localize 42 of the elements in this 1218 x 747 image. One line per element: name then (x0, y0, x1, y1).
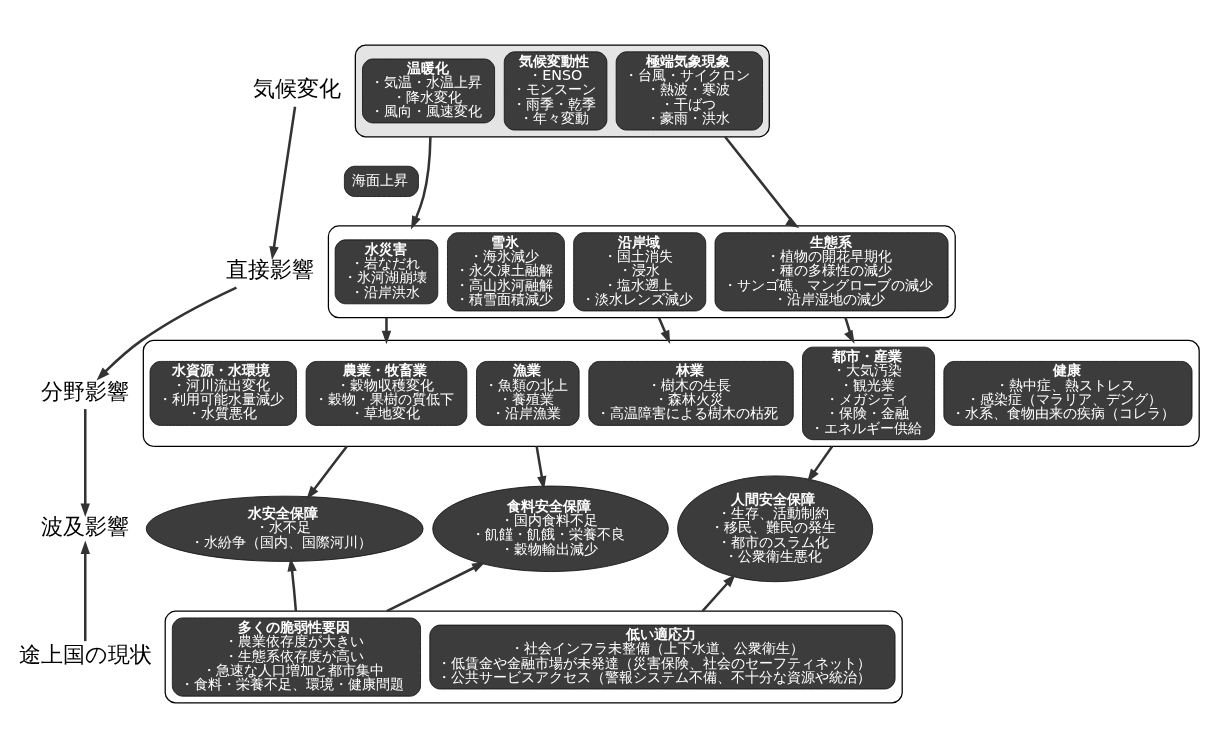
node-box: 気候変動性 ・ENSO ・モンスーン ・雨季・乾季 ・年々変動 (503, 50, 608, 130)
node-box: 低い適応力 ・社会インフラ未整備（上下水道、公衆衛生） ・低賃金や金融市場が未発達（災害保険、社会のセーフティネット） ・公共サービスアクセス（警報システム不備、不十分な資源や統治） (429, 624, 896, 689)
node-box: 生態系 ・植物の開花早期化 ・種の多様性の減少 ・サンゴ礁、マングローブの減少 ・沿岸湿地の減少 (714, 231, 949, 311)
node-box: 多くの脆弱性要因 ・農業依存度が大きい ・生態系依存度が高い ・急速な人口増加と都市集中 ・食料・栄養不足、環境・健康問題 (171, 617, 421, 697)
cluster (327, 224, 956, 318)
node-text: 分野影響 (40, 378, 129, 404)
node-box: 雪氷 ・海氷減少 ・永久凍土融解 ・高山氷河融解 ・積雪面積減少 (447, 231, 565, 311)
arrow (287, 557, 298, 611)
node-box: 温暖化 ・気温・水温上昇 ・降水変化 ・風向・風速変化 (362, 58, 495, 123)
node-box: 水資源・水環境 ・河川流出変化 ・利用可能水量減少 ・水質悪化 (149, 360, 297, 426)
node-text: 直接影響 (225, 256, 314, 282)
node-box: 林業 ・樹木の生長 ・森林火災 ・高温障害による樹木の枯死 (588, 360, 794, 426)
arrow (96, 285, 237, 380)
arrow (80, 408, 90, 517)
arrow (657, 316, 671, 344)
node-text: 波及影響 (40, 513, 129, 539)
arrow (386, 561, 486, 612)
node-box: 農業・牧畜業 ・穀物収穫変化 ・穀物・果樹の質低下 ・草地変化 (305, 360, 468, 426)
node-box: 健康 ・熱中症、熱ストレス ・感染症（マラリア、デング） ・水系、食物由来の疾病（コレラ） (943, 360, 1193, 426)
arrow (535, 445, 547, 490)
arrow (381, 317, 392, 344)
node-text: 気候変化 (252, 75, 341, 101)
cluster (164, 610, 903, 704)
node-box: 漁業 ・魚類の北上 ・養殖業 ・沿岸漁業 (476, 360, 580, 426)
node-ellipse: 人間安全保障 ・生存、活動制約 ・移民、難民の発生 ・都市のスラム化 ・公衆衛生悪化 (677, 475, 874, 582)
node-box: 水災害 ・岩なだれ ・氷河湖崩壊 ・沿岸洪水 (334, 238, 439, 304)
cluster (354, 43, 770, 137)
arrow (701, 573, 736, 612)
arrow (80, 540, 90, 641)
arrow (306, 445, 348, 499)
node-ellipse: 水安全保障 ・水不足 ・水紛争（国内、国際河川） (145, 495, 424, 562)
node-box: 極端気象現象 ・台風・サイクロン ・熱波・寒波 ・干ばつ ・豪雨・洪水 (615, 50, 763, 130)
arrow (807, 445, 834, 482)
arrow (269, 106, 297, 260)
node-box: 海面上昇 (343, 165, 419, 197)
node-box: 沿岸域 ・国土消失 ・浸水 ・塩水遡上 ・淡水レンズ減少 (573, 231, 707, 311)
arrow (844, 316, 855, 344)
arrow (724, 135, 800, 228)
cluster (142, 339, 1200, 447)
node-text: 途上国の現状 (18, 641, 152, 667)
arrow (410, 136, 432, 229)
node-box: 都市・産業 ・大気汚染 ・観光業 ・メガシティ ・保険・金融 ・エネルギー供給 (802, 346, 935, 440)
